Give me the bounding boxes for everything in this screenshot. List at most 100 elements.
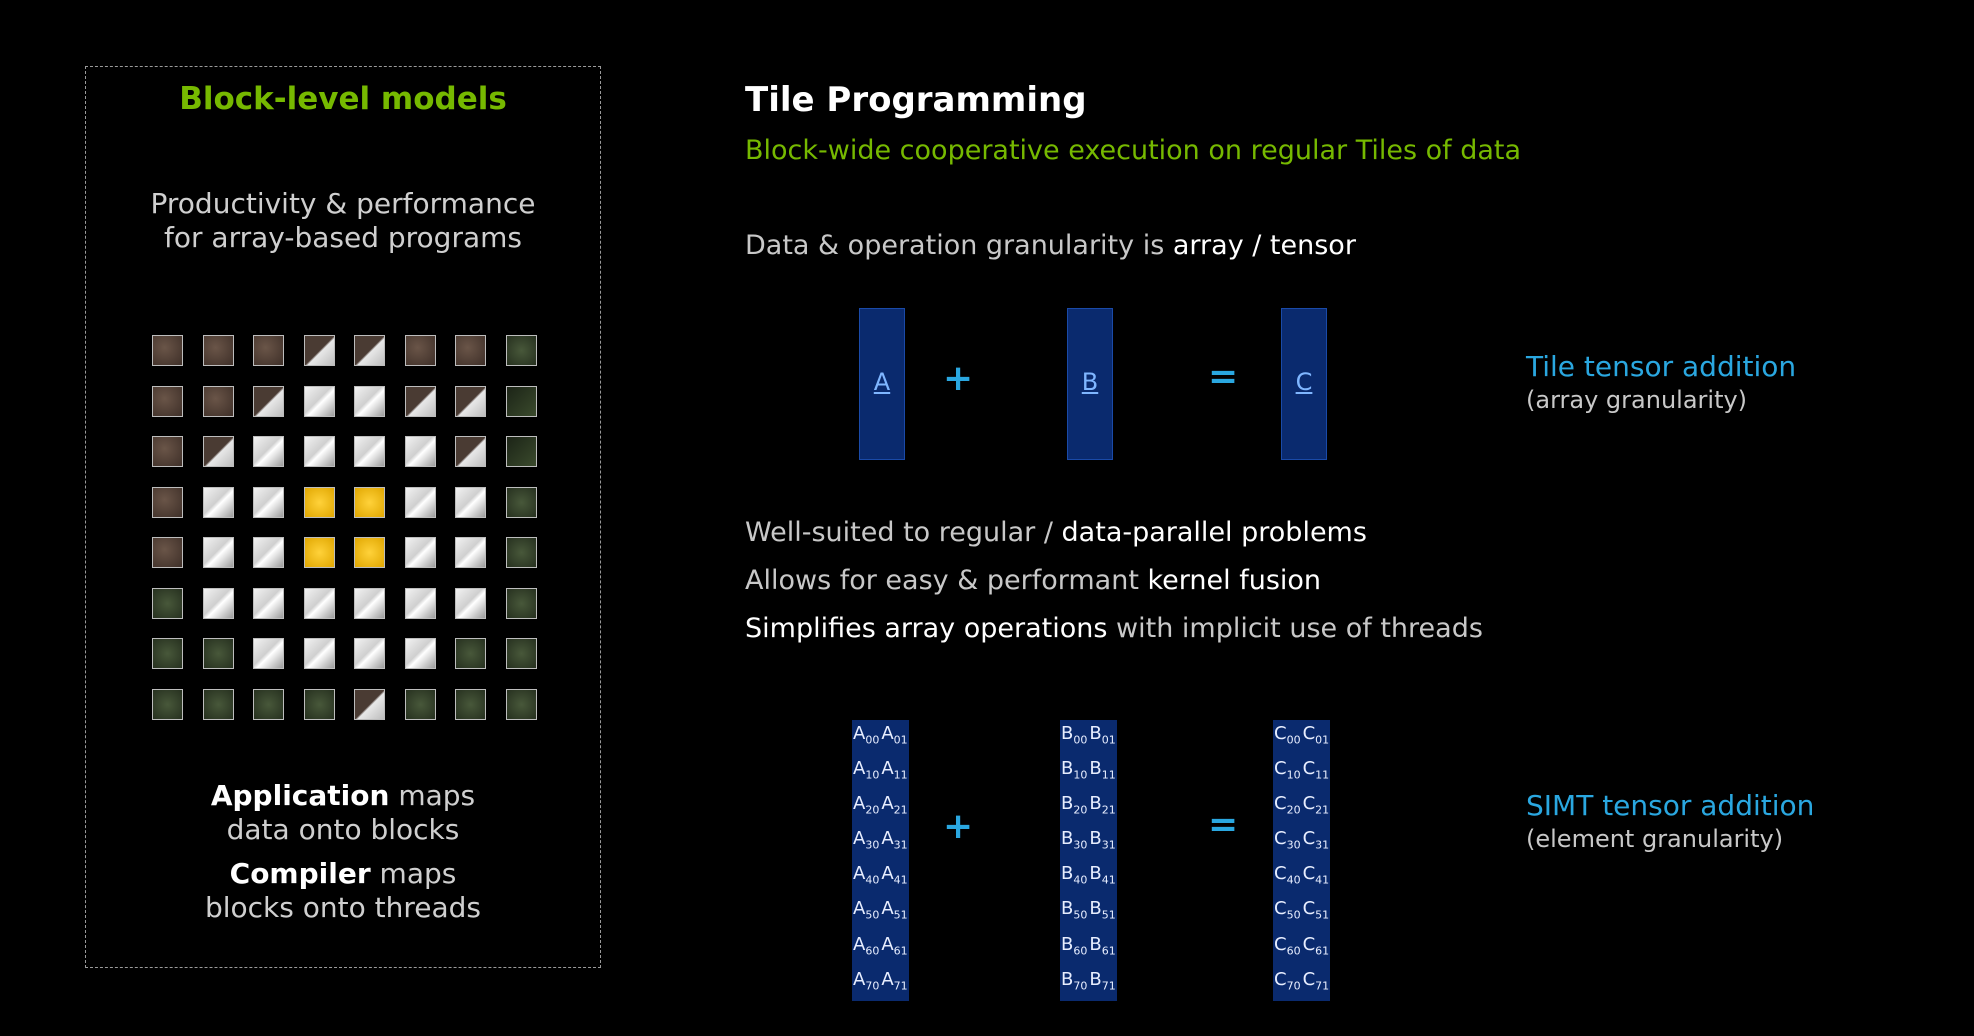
- image-tile: [303, 436, 335, 467]
- simt-c-element: C70: [1273, 965, 1302, 1001]
- image-tile: [404, 638, 436, 669]
- image-tile: [354, 638, 385, 669]
- image-tile: [303, 486, 335, 518]
- slide-subtitle: Block-wide cooperative execution on regu…: [745, 135, 1522, 166]
- tile-a-label: A: [873, 368, 891, 396]
- granularity-prefix: Data & operation granularity is: [745, 230, 1173, 261]
- simt-b-element: B20: [1060, 790, 1089, 826]
- bullet2-emphasis: kernel fusion: [1147, 565, 1322, 596]
- image-tile: [303, 385, 335, 417]
- image-tile: [404, 537, 436, 568]
- image-tile: [202, 537, 234, 568]
- image-tile: [354, 335, 385, 366]
- image-tile: [455, 436, 486, 467]
- application-line: Application maps: [86, 779, 600, 813]
- image-tile: [455, 587, 486, 619]
- application-word: Application: [210, 779, 390, 812]
- simt-b-element: B60: [1060, 930, 1089, 966]
- image-tile: [354, 537, 385, 568]
- bullet-kernel-fusion: Allows for easy & performant kernel fusi…: [745, 565, 1321, 596]
- image-tile: [505, 638, 537, 669]
- simt-c-element: C31: [1301, 825, 1331, 861]
- image-tile: [253, 587, 284, 619]
- daisy-tile-grid-image: [152, 335, 538, 721]
- image-tile: [505, 385, 537, 417]
- image-tile: [404, 436, 436, 467]
- tile-addition-note: (array granularity): [1526, 386, 1748, 414]
- simt-a-element: A30: [852, 825, 881, 861]
- image-tile: [152, 335, 183, 366]
- simt-c-element: C51: [1301, 895, 1331, 931]
- bullet-data-parallel: Well-suited to regular / data-parallel p…: [745, 517, 1367, 548]
- image-tile: [303, 537, 335, 568]
- image-tile: [455, 537, 486, 568]
- image-tile: [505, 486, 537, 518]
- simt-a-element: A50: [852, 895, 881, 931]
- simt-b-element: B71: [1088, 965, 1117, 1001]
- compiler-word: Compiler: [229, 857, 371, 890]
- image-tile: [303, 638, 335, 669]
- bullet3-emphasis: Simplifies array operations: [745, 613, 1108, 644]
- simt-plus-sign: +: [943, 806, 974, 847]
- simt-b-element: B21: [1088, 790, 1117, 826]
- simt-c-element: C01: [1301, 720, 1331, 756]
- panel-title: Block-level models: [179, 81, 507, 117]
- image-tile: [202, 688, 234, 720]
- image-tile: [253, 335, 284, 366]
- tile-equals-sign: =: [1208, 356, 1239, 397]
- simt-c-element: C21: [1301, 790, 1331, 826]
- simt-a-element: A10: [852, 755, 881, 791]
- simt-c-element: C40: [1273, 860, 1302, 896]
- blocks-onto-threads-line: blocks onto threads: [204, 891, 482, 924]
- data-onto-blocks-line: data onto blocks: [226, 813, 460, 846]
- image-tile: [152, 436, 183, 467]
- simt-addition-title: SIMT tensor addition: [1526, 789, 1815, 822]
- simt-b-element: B70: [1060, 965, 1089, 1001]
- tile-c-label: C: [1295, 368, 1313, 396]
- simt-a-element: A61: [880, 930, 909, 966]
- image-tile: [152, 638, 183, 669]
- simt-a-element: A40: [852, 860, 881, 896]
- simt-a-element: A21: [880, 790, 909, 826]
- simt-a-element: A31: [880, 825, 909, 861]
- image-tile: [152, 537, 183, 568]
- slide-title: Tile Programming: [745, 80, 1087, 120]
- image-tile: [404, 688, 436, 720]
- simt-b-element: B51: [1088, 895, 1117, 931]
- simt-c-element: C20: [1273, 790, 1302, 826]
- image-tile: [152, 587, 183, 619]
- compiler-rest: maps: [370, 857, 457, 890]
- simt-c-element: C00: [1273, 720, 1302, 756]
- simt-c-element: C11: [1301, 755, 1331, 791]
- panel-subtitle: Productivity & performance for array-bas…: [86, 187, 600, 255]
- tile-b-label: B: [1081, 368, 1099, 396]
- image-tile: [455, 486, 486, 518]
- simt-a-element: A00: [852, 720, 881, 756]
- image-tile: [505, 335, 537, 366]
- image-tile: [404, 385, 436, 417]
- simt-c-element: C10: [1273, 755, 1302, 791]
- tile-a-block: [859, 308, 905, 460]
- simt-c-element: C30: [1273, 825, 1302, 861]
- image-tile: [253, 436, 284, 467]
- simt-b-element: B30: [1060, 825, 1089, 861]
- simt-b-element: B01: [1088, 720, 1117, 756]
- image-tile: [152, 385, 183, 417]
- image-tile: [354, 486, 385, 518]
- simt-a-element: A70: [852, 965, 881, 1001]
